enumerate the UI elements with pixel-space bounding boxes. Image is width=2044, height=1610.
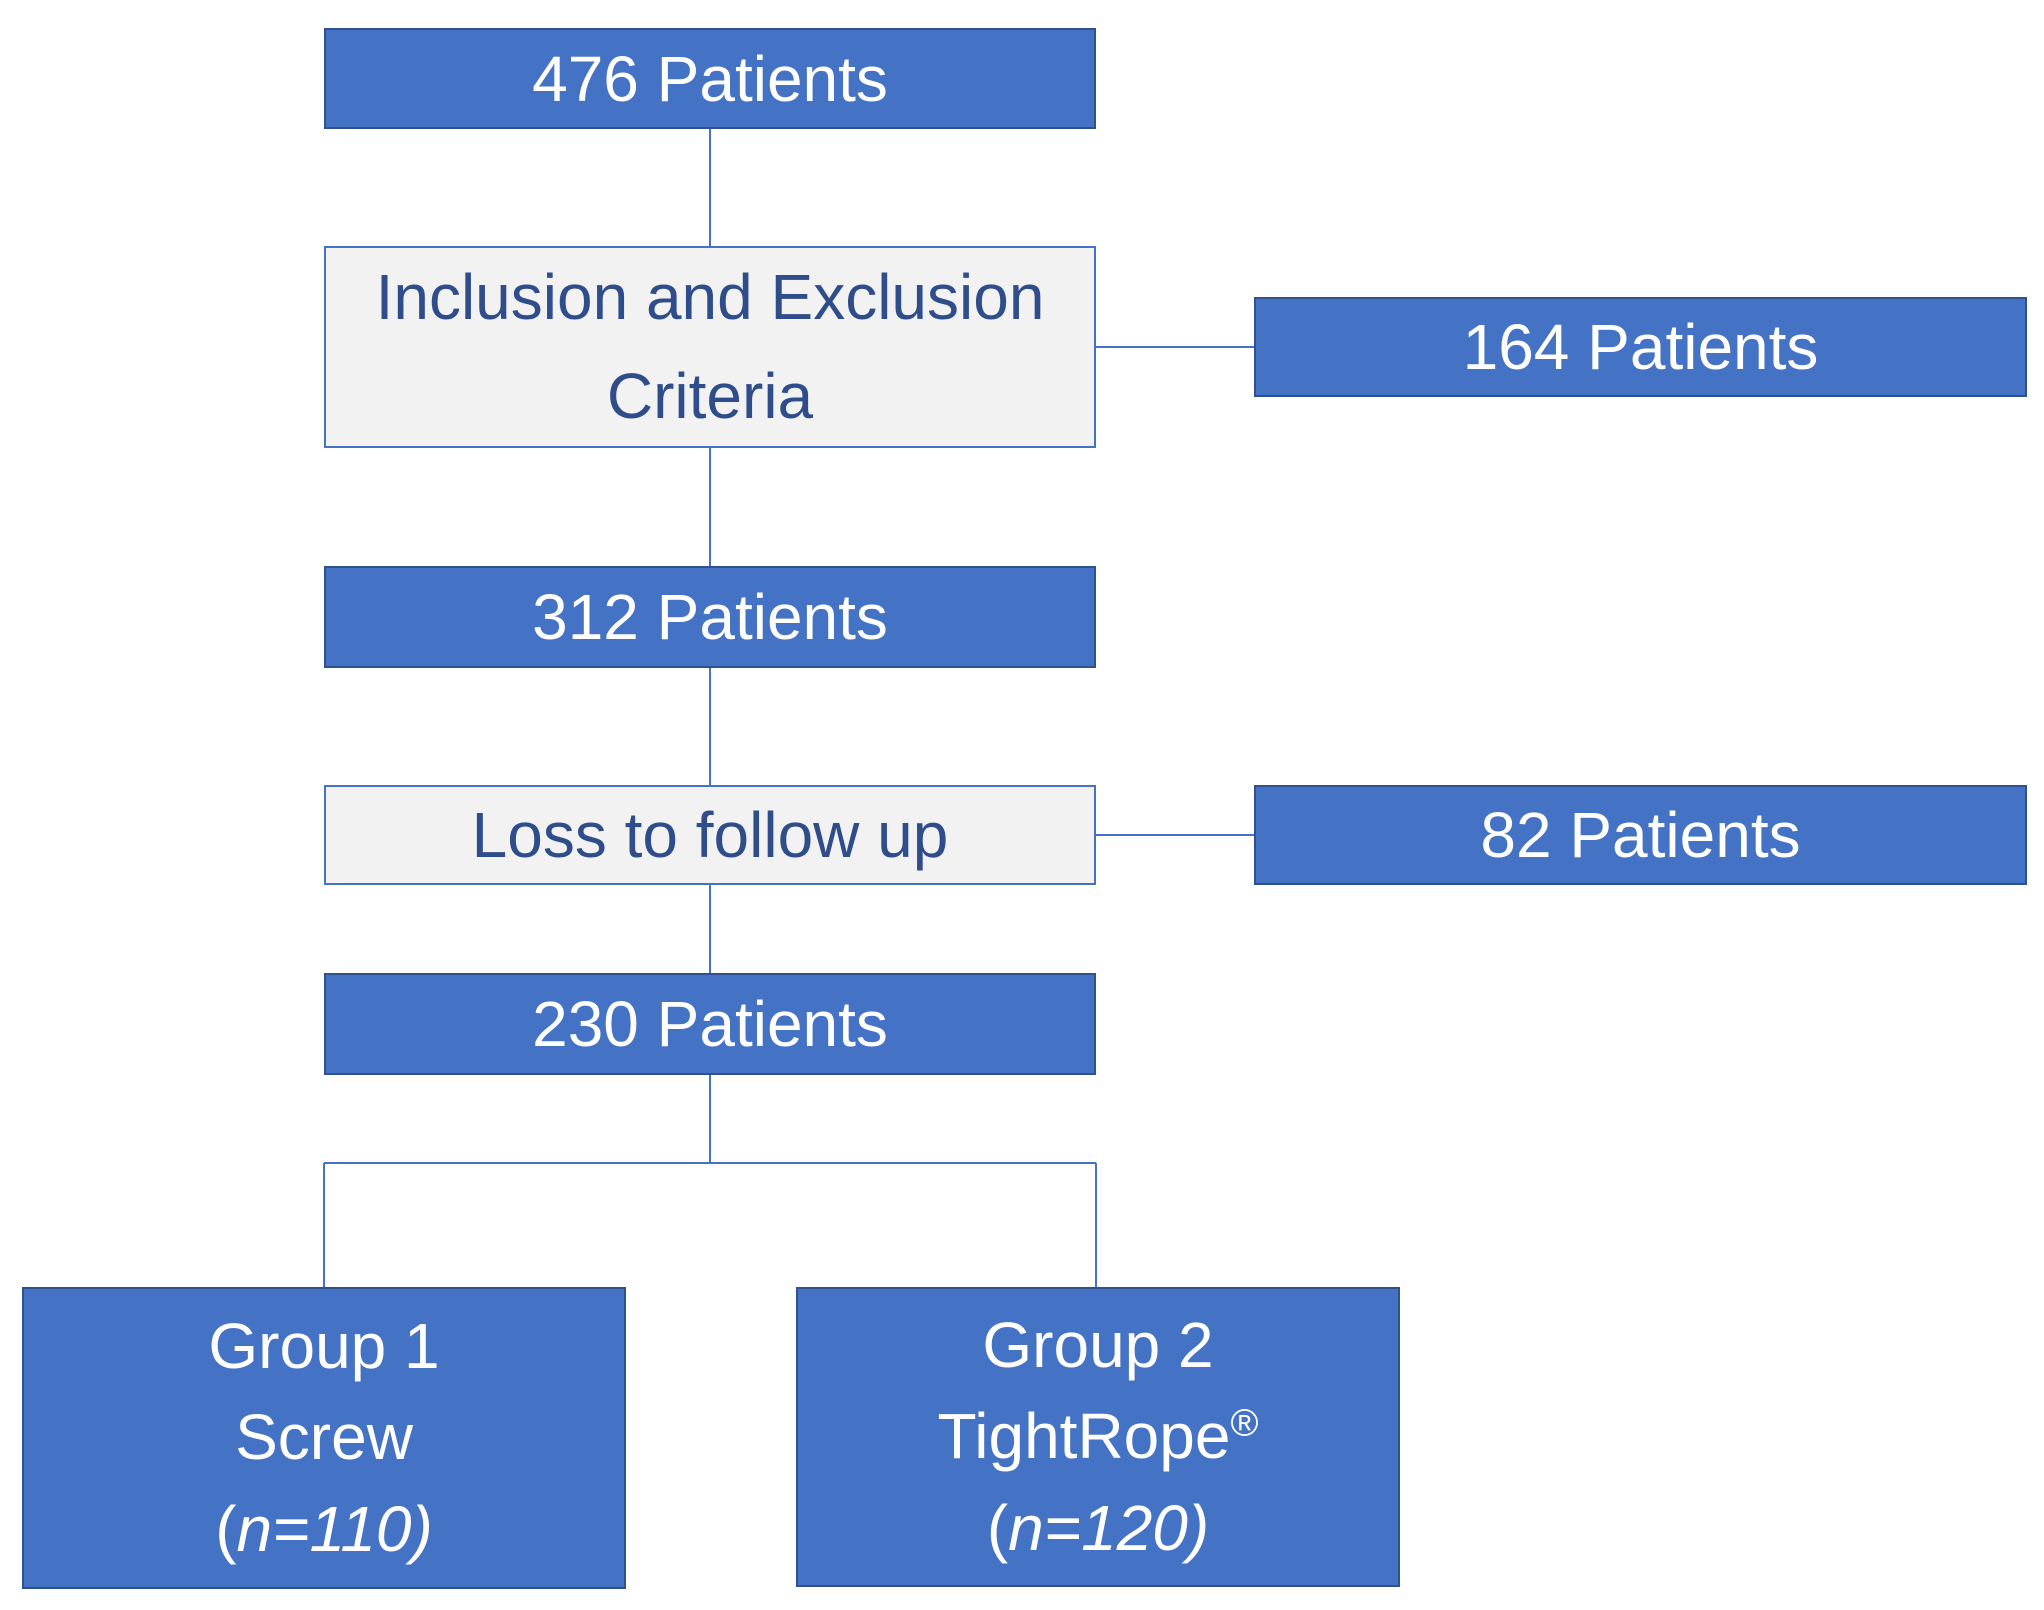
group1-method: Screw	[235, 1401, 413, 1474]
group2-method: TightRope®	[938, 1391, 1259, 1483]
node-loss-to-follow-up: Loss to follow up	[324, 785, 1096, 885]
node-criteria-line1: Inclusion and Exclusion	[375, 260, 1045, 333]
group1-count: (n=110)	[215, 1484, 433, 1576]
node-eligible-label: 312 Patients	[532, 581, 888, 653]
group2-method-name: TightRope	[937, 1400, 1231, 1473]
node-excluded-label: 164 Patients	[1462, 311, 1819, 383]
group2-count: (n=120)	[987, 1483, 1209, 1575]
node-eligible-patients: 312 Patients	[324, 566, 1096, 668]
node-total-label: 476 Patients	[532, 42, 888, 115]
group1-count-value: n=110)	[236, 1492, 433, 1565]
group2-count-value: n=120)	[1008, 1491, 1210, 1564]
node-group1: Group 1 Screw (n=110)	[22, 1287, 626, 1589]
node-final-label: 230 Patients	[532, 988, 888, 1060]
node-lost-patients: 82 Patients	[1254, 785, 2027, 885]
node-excluded-patients: 164 Patients	[1254, 297, 2027, 397]
node-lost-label: 82 Patients	[1480, 799, 1801, 871]
node-total-patients: 476 Patients	[324, 28, 1096, 129]
group1-count-paren: (	[215, 1492, 237, 1565]
node-inclusion-exclusion-criteria: Inclusion and Exclusion Criteria	[324, 246, 1096, 448]
group2-count-paren: (	[986, 1491, 1009, 1564]
group2-title: Group 2	[982, 1308, 1214, 1381]
node-loss-label: Loss to follow up	[471, 799, 949, 871]
node-criteria-line2: Criteria	[606, 360, 814, 432]
registered-mark: ®	[1230, 1402, 1259, 1445]
group1-title: Group 1	[208, 1309, 440, 1382]
node-final-patients: 230 Patients	[324, 973, 1096, 1075]
node-group2: Group 2 TightRope® (n=120)	[796, 1287, 1400, 1587]
